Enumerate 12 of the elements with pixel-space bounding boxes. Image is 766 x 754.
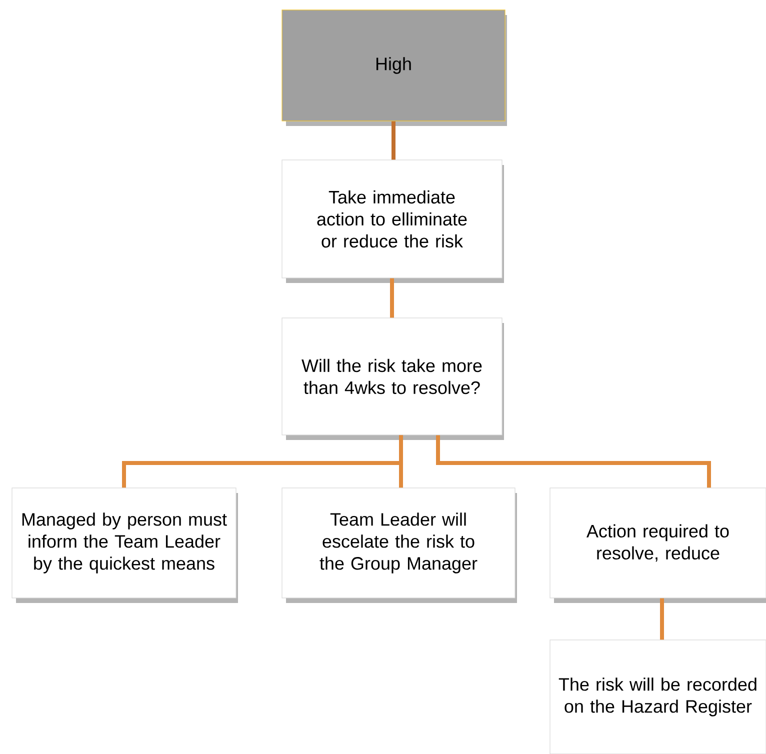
process-box: The risk will be recorded on the Hazard Register [550, 640, 766, 754]
connector [660, 598, 664, 640]
process-box: Team Leader will escelate the risk to the Group Manager [282, 488, 517, 603]
connector [436, 435, 711, 488]
connector [392, 121, 396, 160]
process-box: Take immediate action to elliminate or reduce the risk [282, 160, 504, 283]
process-box: Managed by person must inform the Team Leader by the quickest means [12, 488, 238, 603]
level-box: High [282, 10, 507, 126]
connector [390, 278, 394, 318]
process-box: Will the risk take more than 4wks to resolve? [282, 318, 504, 440]
connector [399, 435, 403, 488]
process-box: Action required to resolve, reduce [550, 488, 766, 603]
